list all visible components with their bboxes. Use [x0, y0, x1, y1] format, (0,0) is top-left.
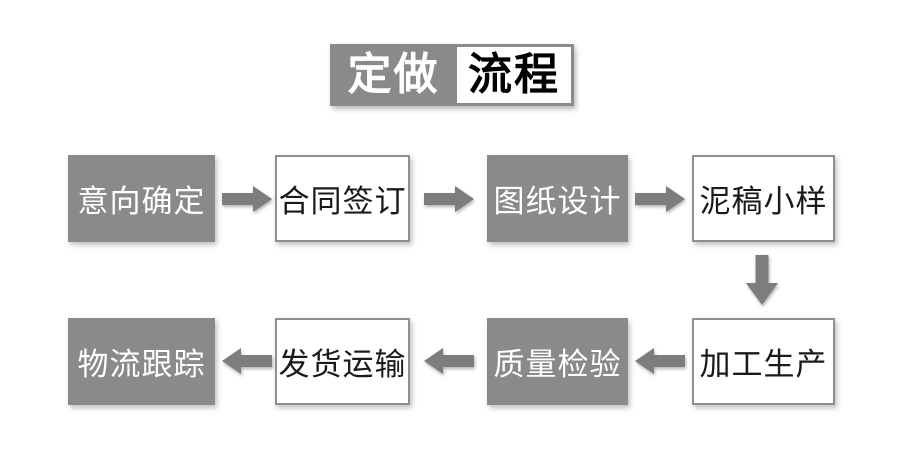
step-logistics-tracking: 物流跟踪: [68, 318, 215, 405]
page-title: 定做 流程: [330, 44, 574, 106]
step-clay-draft-sample: 泥稿小样: [692, 155, 835, 242]
title-part-liucheng: 流程: [457, 47, 571, 103]
arrow-left-icon: [635, 348, 685, 374]
arrow-down-icon: [746, 255, 778, 305]
step-processing-production: 加工生产: [692, 318, 835, 405]
arrow-right-icon: [222, 186, 272, 212]
arrow-left-icon: [424, 348, 474, 374]
step-drawing-design: 图纸设计: [487, 155, 628, 242]
step-shipping-transport: 发货运输: [275, 318, 410, 405]
arrow-right-icon: [635, 186, 685, 212]
arrow-left-icon: [222, 348, 272, 374]
step-intent-confirmation: 意向确定: [68, 155, 215, 242]
arrow-right-icon: [424, 186, 474, 212]
step-quality-inspection: 质量检验: [487, 318, 628, 405]
step-contract-signing: 合同签订: [275, 155, 410, 242]
title-part-dingzuo: 定做: [347, 50, 440, 99]
